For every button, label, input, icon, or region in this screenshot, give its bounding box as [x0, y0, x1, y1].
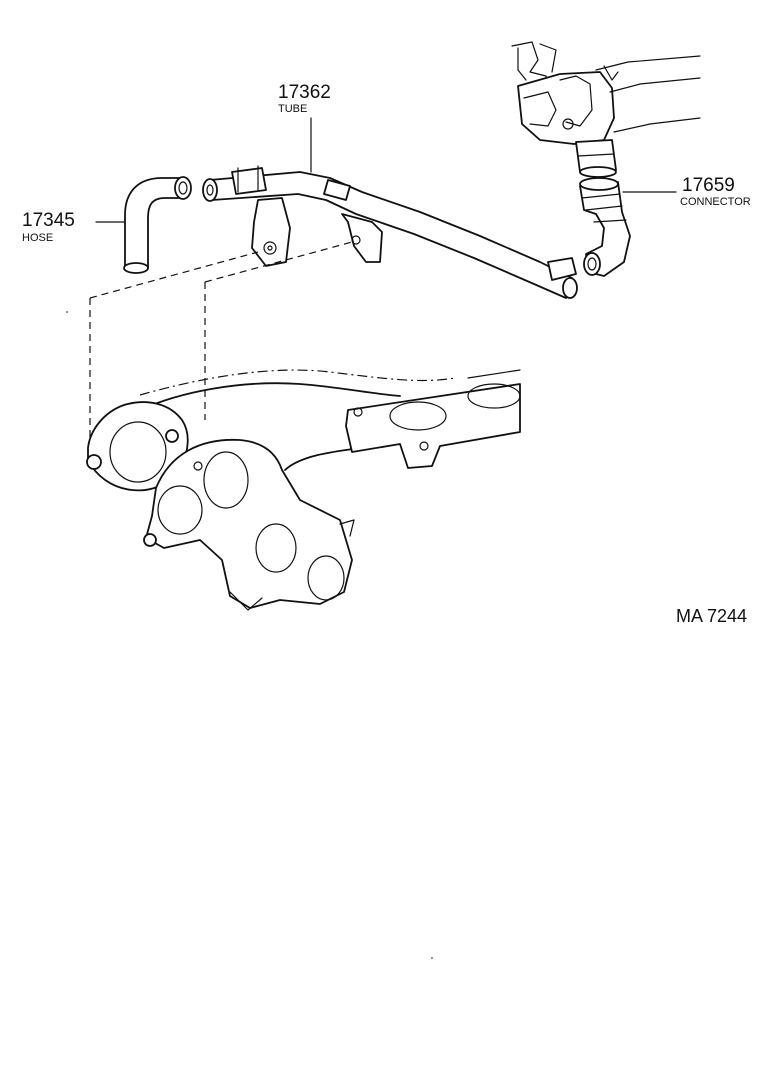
label-hose: 17345 HOSE	[22, 210, 128, 244]
label-connector: 17659 CONNECTOR	[622, 175, 751, 208]
part-number-hose: 17345	[22, 210, 75, 231]
part-number-tube: 17362	[278, 82, 331, 103]
hose-icon	[123, 176, 192, 274]
tube-icon	[202, 165, 578, 299]
connector-icon	[579, 177, 631, 277]
speck	[431, 957, 433, 959]
reference-code: MA 7244	[676, 606, 747, 626]
alignment-lines	[89, 241, 353, 440]
label-tube: 17362 TUBE	[278, 82, 331, 173]
part-number-connector: 17659	[682, 175, 735, 196]
speck	[66, 311, 68, 313]
exhaust-manifold-icon	[86, 369, 521, 611]
part-name-hose: HOSE	[22, 232, 53, 244]
part-name-tube: TUBE	[278, 103, 307, 115]
part-name-connector: CONNECTOR	[680, 196, 751, 208]
valve-body-icon	[511, 41, 701, 178]
